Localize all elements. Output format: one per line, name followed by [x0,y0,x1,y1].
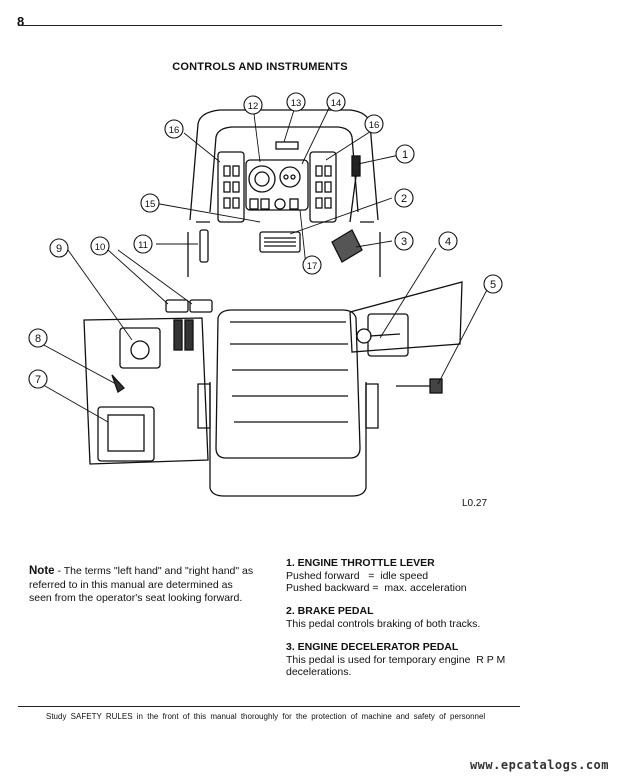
item-heading: 3. ENGINE DECELERATOR PEDAL [286,641,459,653]
callout-label: 2 [401,193,407,205]
callout-label: 16 [169,125,180,136]
callout-4: 4 [438,231,458,251]
item-line: This pedal controls braking of both trac… [286,617,481,630]
item-heading: 1. ENGINE THROTTLE LEVER [286,557,435,569]
callout-label: 13 [291,98,302,109]
top-rule [18,25,502,26]
page-number: 8 [17,14,25,29]
callout-label: 5 [490,279,496,291]
brake-pedal [259,231,301,253]
callout-label: 17 [307,261,318,272]
item-brake-pedal: 2. BRAKE PEDAL This pedal controls braki… [286,605,526,630]
callout-13: 13 [286,92,306,112]
callout-label: 10 [95,242,106,253]
callouts: 1 2 3 4 5 15 7 8 9 10 11 12 13 14 16 16 … [28,92,503,389]
left-console [83,299,213,465]
callout-label: 8 [35,333,41,345]
throttle-lever [349,155,361,223]
callout-1: 1 [395,144,415,164]
callout-label: 14 [331,98,342,109]
key-switch [199,229,209,263]
note-label: Note [29,565,55,577]
footer-safety-note: Study SAFETY RULES in the front of this … [46,712,486,721]
item-line: Pushed backward = max. acceleration [286,582,467,594]
item-line: decelerations. [286,666,352,678]
callout-label: 12 [248,101,259,112]
callout-label: 3 [401,236,407,248]
callout-9: 9 [49,238,69,258]
item-line: Pushed forward = idle speed [286,569,429,582]
watermark: www.epcatalogs.com [469,758,609,772]
decelerator-pedal [331,229,363,263]
callout-8: 8 [28,328,48,348]
callout-6: 15 [140,193,160,213]
callout-7: 7 [28,369,48,389]
callout-17: 17 [302,255,322,275]
operator-seat [197,309,379,497]
callout-11: 11 [133,234,153,254]
right-console [349,281,463,394]
callout-16-right: 16 [364,114,384,134]
callout-16-left: 16 [164,119,184,139]
controls-illustration: 1 2 3 4 5 15 7 8 9 10 11 12 13 14 16 16 … [28,92,503,497]
page-title: CONTROLS AND INSTRUMENTS [172,61,348,73]
callout-label: 4 [445,236,451,248]
callout-3: 3 [394,231,414,251]
callout-label: 15 [145,199,156,210]
callout-12: 12 [243,95,263,115]
callout-label: 7 [35,374,41,386]
note-text: - The terms "left hand" and "right hand"… [29,565,254,604]
item-heading: 2. BRAKE PEDAL [286,605,374,617]
callout-label: 11 [138,240,148,251]
note-block: Note - The terms "left hand" and "right … [29,565,257,606]
callout-label: 16 [369,120,380,131]
callout-10: 10 [90,236,110,256]
bottom-rule [18,706,520,707]
callout-14: 14 [326,92,346,112]
dashboard [187,109,381,277]
item-line: This pedal is used for temporary engine … [286,653,506,666]
figure-code: L0.27 [462,498,488,509]
callout-5: 5 [483,274,503,294]
item-decelerator-pedal: 3. ENGINE DECELERATOR PEDAL This pedal i… [286,641,526,679]
item-throttle-lever: 1. ENGINE THROTTLE LEVER Pushed forward … [286,557,526,595]
callout-label: 1 [402,149,408,161]
callout-2: 2 [394,188,414,208]
callout-label: 9 [56,243,62,255]
